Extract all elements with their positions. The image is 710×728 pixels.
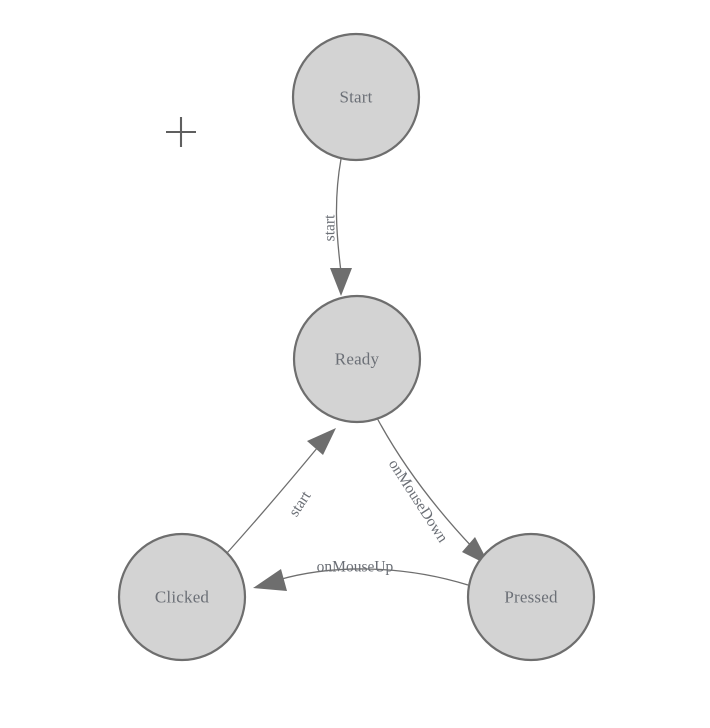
state-node-clicked[interactable]: Clicked [117,532,247,662]
edge-start-to-ready[interactable]: start [322,158,353,296]
edge-clicked-to-ready-arrowhead [307,428,336,455]
edge-label-pressed-to-clicked: onMouseUp [317,559,394,576]
state-node-pressed-circle [466,532,596,662]
state-node-pressed[interactable]: Pressed [466,532,596,662]
state-node-clicked-label: Clicked [155,588,210,607]
state-node-start[interactable]: Start [291,32,421,162]
state-node-ready-label: Ready [335,350,380,369]
edge-clicked-to-ready[interactable]: start [226,428,336,554]
state-node-start-label: Start [339,88,372,107]
edge-start-to-ready-arrowhead [330,268,352,296]
crosshair-icon[interactable] [166,117,196,147]
edge-pressed-to-clicked-line [277,568,469,586]
state-node-clicked-circle [117,532,247,662]
edge-label-start-to-ready: start [322,214,339,241]
edge-label-clicked-to-ready: start [286,488,315,520]
edge-ready-to-pressed[interactable]: onMouseDown [376,417,490,566]
edge-pressed-to-clicked-arrowhead [253,569,287,591]
state-node-pressed-label: Pressed [504,588,558,607]
edge-ready-to-pressed-line [376,417,475,550]
edge-label-ready-to-pressed: onMouseDown [385,456,451,546]
edge-start-to-ready-line [335,158,342,273]
edge-clicked-to-ready-line [226,446,319,554]
state-node-start-circle [291,32,421,162]
edge-pressed-to-clicked[interactable]: onMouseUp [253,559,469,592]
state-node-ready-circle [292,294,422,424]
state-node-ready[interactable]: Ready [292,294,422,424]
